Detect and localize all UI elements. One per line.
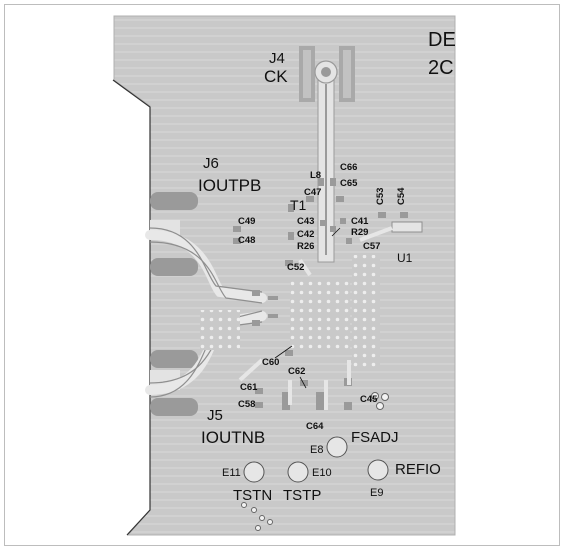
small-traces [238, 226, 393, 410]
bottom-vias [241, 502, 273, 531]
j5-name: IOUTNB [201, 428, 265, 447]
label-c45: C45 [360, 394, 378, 405]
clock-trace [314, 60, 338, 263]
t1-ref: T1 [290, 197, 307, 213]
e8-ref: E8 [310, 444, 323, 456]
j6-name: IOUTPB [198, 176, 261, 195]
j6-ref: J6 [203, 155, 219, 172]
e10-ref: E10 [312, 467, 332, 479]
test-point-e8-pad [326, 436, 348, 458]
label-c54: C54 [396, 187, 407, 205]
label-c41: C41 [351, 216, 369, 227]
via-field-left [200, 310, 240, 350]
via-field-center [290, 280, 350, 350]
edge-text-line2: 2C [428, 57, 454, 79]
clock-connector-pads [299, 46, 355, 102]
label-r26: R26 [297, 241, 314, 252]
e9-ref: E9 [370, 487, 383, 499]
c45-vias [371, 392, 389, 410]
e9-name: REFIO [395, 461, 441, 478]
label-c52: C52 [287, 262, 304, 273]
component-pads [233, 178, 423, 410]
e8-name: FSADJ [351, 429, 399, 446]
label-c48: C48 [238, 235, 255, 246]
board-edge-line [112, 79, 151, 536]
test-point-e10-pad [287, 461, 309, 483]
label-c60: C60 [262, 357, 279, 368]
j4-ref: J4 [269, 50, 285, 67]
label-c43: C43 [297, 216, 314, 227]
label-c61: C61 [240, 382, 258, 393]
label-c66: C66 [340, 162, 357, 173]
label-c64: C64 [306, 421, 324, 432]
e10-name: TSTP [283, 487, 321, 504]
label-c53: C53 [375, 188, 386, 205]
via-field [352, 255, 380, 370]
label-c49: C49 [238, 216, 255, 227]
label-c65: C65 [340, 178, 358, 189]
test-point-e11-pad [243, 461, 265, 483]
leader-lines [274, 227, 341, 389]
u1-ref: U1 [397, 251, 413, 265]
label-c47: C47 [304, 187, 321, 198]
label-c62: C62 [288, 366, 305, 377]
e11-name: TSTN [233, 487, 272, 504]
test-point-e9-pad [367, 459, 389, 481]
j5-ref: J5 [207, 407, 223, 424]
label-c42: C42 [297, 229, 314, 240]
label-c57: C57 [363, 241, 380, 252]
label-c58: C58 [238, 399, 255, 410]
label-r29: R29 [351, 227, 368, 238]
label-l8: L8 [310, 170, 321, 181]
j4-name: CK [264, 67, 288, 86]
e11-ref: E11 [222, 467, 241, 479]
edge-text-line1: DE [428, 29, 456, 51]
